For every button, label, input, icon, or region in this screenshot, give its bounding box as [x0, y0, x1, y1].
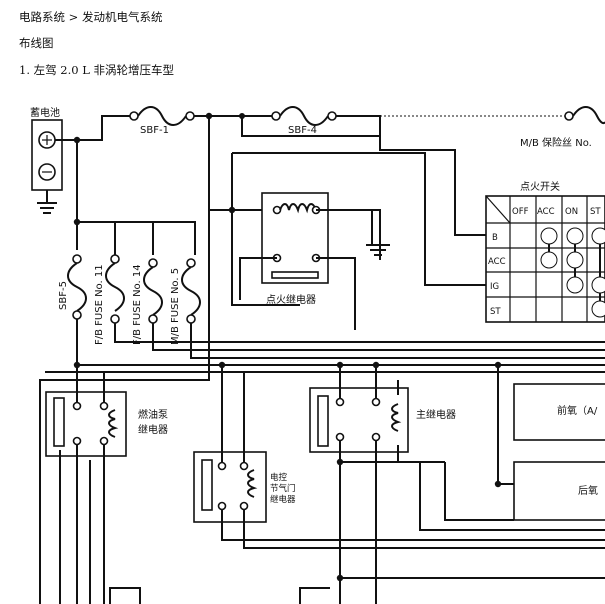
main-relay: 主继电器 — [309, 387, 456, 453]
etc-relay-label-3: 继电器 — [270, 494, 296, 505]
fuse-fb11: F/B FUSE No. 11 — [94, 254, 125, 345]
fuse-mb5-label: M/B FUSE No. 5 — [170, 268, 181, 345]
fuse-sbf1: SBF-1 — [129, 106, 195, 136]
etc-relay-label-1: 电控 — [270, 472, 288, 483]
front-o2-sensor: 前氧（A/ — [513, 383, 605, 441]
diagram-subtitle: 1. 左驾 2.0 L 非涡轮增压车型 — [19, 63, 175, 77]
rear-o2-label: 后氧 — [578, 484, 598, 497]
ground-icon-relay — [366, 244, 390, 256]
fuse-fb11-label: F/B FUSE No. 11 — [94, 264, 105, 345]
fuse-sbf1-label: SBF-1 — [140, 125, 169, 136]
switch-col-on: ON — [565, 207, 578, 217]
switch-row-b: B — [492, 233, 498, 243]
switch-row-ig: IG — [490, 282, 499, 292]
etc-relay: 电控 节气门 继电器 — [193, 451, 296, 523]
mb-fuse-label: M/B 保险丝 No. — [520, 136, 592, 149]
ignition-switch-title: 点火开关 — [520, 180, 560, 193]
front-o2-box — [513, 383, 605, 441]
switch-col-st: ST — [590, 207, 601, 217]
battery-label: 蓄电池 — [30, 106, 60, 119]
fuse-fb14-label: F/B FUSE No. 14 — [132, 264, 143, 345]
ignition-relay-label: 点火继电器 — [266, 293, 316, 306]
breadcrumb: 电路系统 > 发动机电气系统 — [19, 10, 163, 24]
battery: 蓄电池 — [30, 106, 63, 214]
ignition-switch: 点火开关 OFF ACC ON ST B ACC IG ST — [485, 180, 605, 323]
switch-row-st: ST — [490, 307, 501, 317]
switch-row-acc: ACC — [488, 257, 506, 267]
section-title: 布线图 — [19, 36, 54, 50]
front-o2-label: 前氧（A/ — [557, 404, 598, 417]
fuse-fb14: F/B FUSE No. 14 — [132, 258, 163, 345]
fuel-pump-relay-label-2: 继电器 — [138, 423, 168, 436]
rear-o2-box — [513, 461, 605, 521]
main-relay-label: 主继电器 — [416, 408, 456, 421]
switch-col-acc: ACC — [537, 207, 555, 217]
switch-col-off: OFF — [512, 207, 529, 217]
fuse-sbf5: SBF-5 — [58, 254, 87, 320]
rear-o2-sensor: 后氧 — [513, 461, 605, 521]
fuel-pump-relay: 燃油泵 继电器 — [45, 391, 168, 457]
etc-relay-label-2: 节气门 — [270, 483, 296, 494]
fuse-mb-right: M/B 保险丝 No. — [520, 106, 605, 149]
fuse-sbf4: SBF-4 — [271, 106, 337, 136]
fuse-sbf5-label: SBF-5 — [58, 281, 69, 310]
fuse-mb5: M/B FUSE No. 5 — [170, 258, 201, 345]
fuel-pump-relay-label-1: 燃油泵 — [138, 408, 168, 421]
fuse-sbf4-label: SBF-4 — [288, 125, 317, 136]
